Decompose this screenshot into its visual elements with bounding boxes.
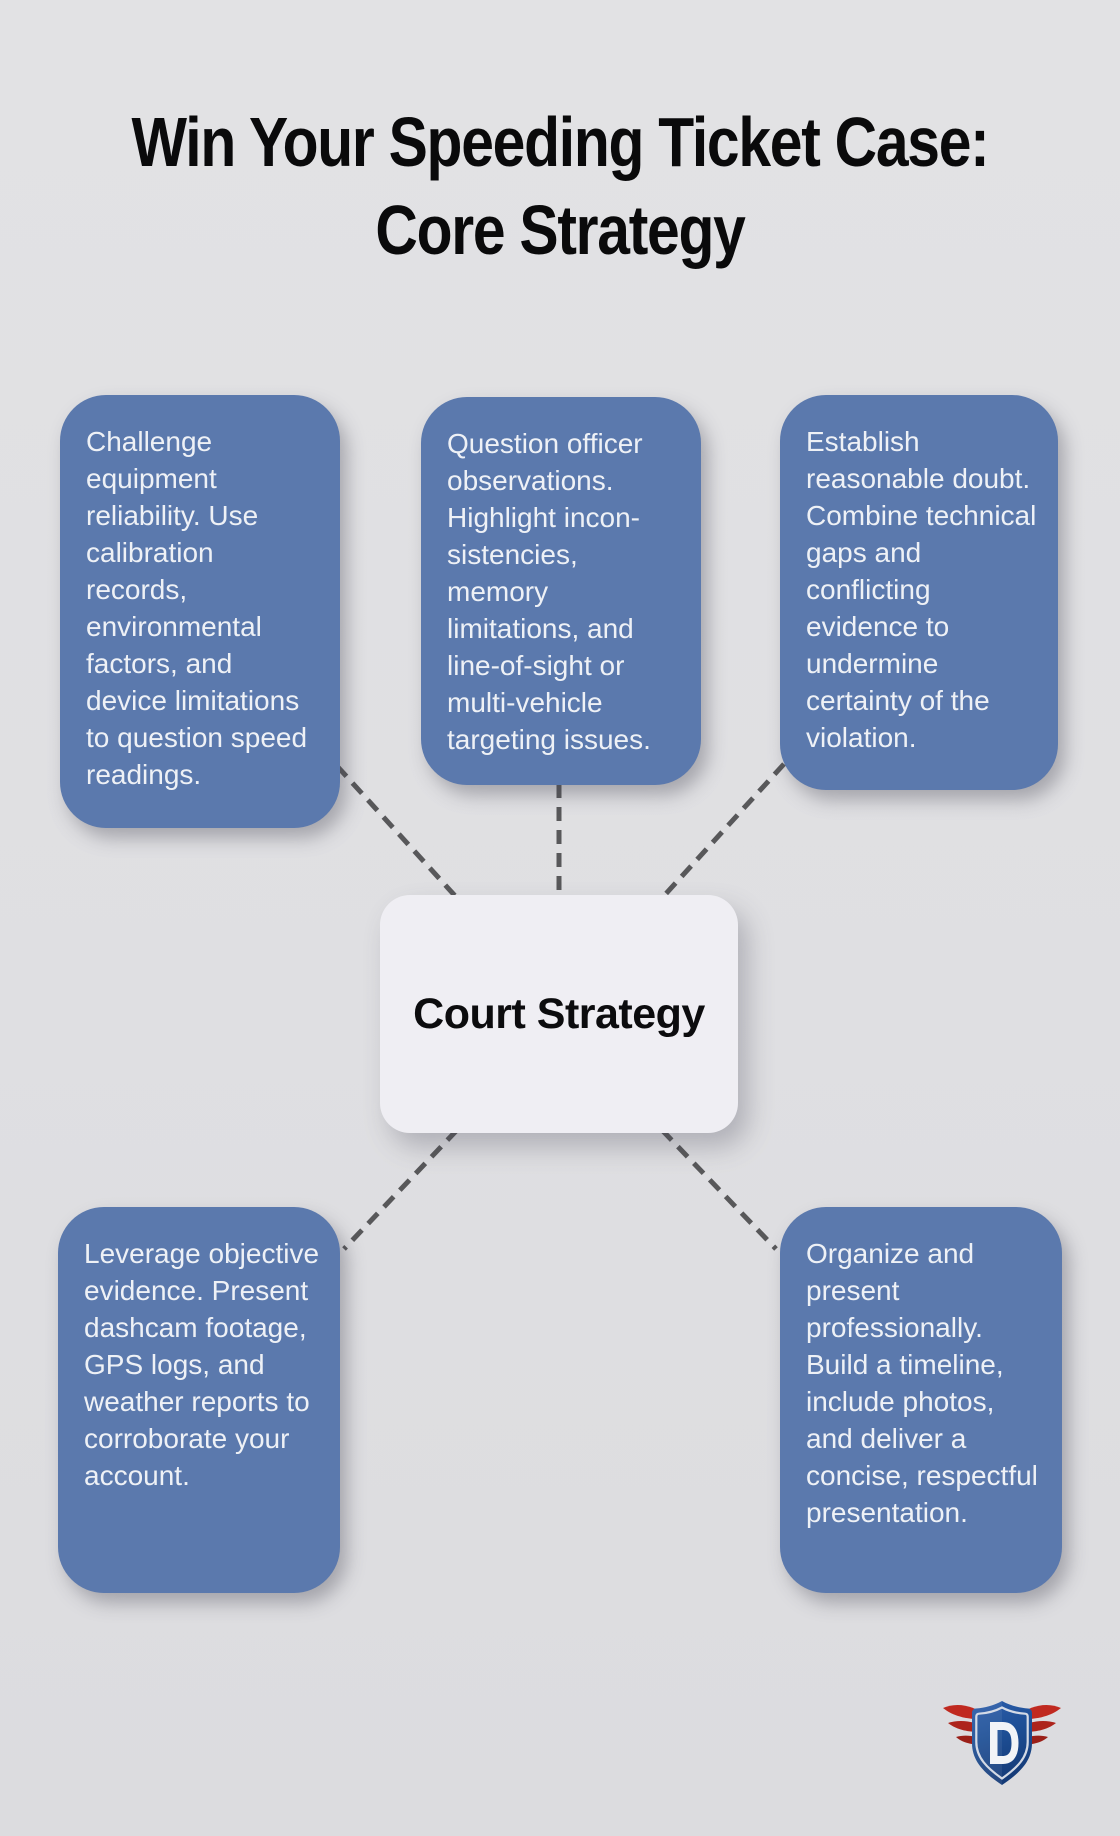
strategy-node-text: Challenge equipment reliability. Use cal…: [86, 426, 308, 790]
connector-bottom-right: [660, 1128, 778, 1251]
strategy-node-bottom-right: Organize and present professionally. Bui…: [780, 1207, 1062, 1593]
strategy-node-top-right: Establish reasonable doubt. Combine tech…: [780, 395, 1058, 790]
brand-logo: [943, 1701, 1061, 1785]
connector-bottom-left: [342, 1128, 459, 1251]
strategy-node-bottom-left: Leverage objective evidence. Present das…: [58, 1207, 340, 1593]
page-title-line1: Win Your Speeding Ticket Case:: [131, 103, 990, 181]
logo-letter-d: [990, 1722, 1019, 1764]
strategy-node-top-left: Challenge equipment reliability. Use cal…: [60, 395, 340, 828]
strategy-node-text: Question officer observations. Highlight…: [447, 428, 651, 755]
center-node: Court Strategy: [380, 895, 738, 1133]
center-node-label: Court Strategy: [413, 989, 705, 1038]
strategy-node-text: Leverage objective evidence. Present das…: [84, 1238, 320, 1491]
connector-top-right: [660, 762, 786, 900]
page-title-line2: Core Strategy: [375, 191, 745, 269]
logo-shield-icon: [972, 1701, 1032, 1785]
page-title: Win Your Speeding Ticket Case: Core Stra…: [90, 98, 1031, 274]
connector-top-left: [335, 764, 459, 900]
strategy-node-text: Organize and present professionally. Bui…: [806, 1238, 1038, 1528]
strategy-node-top-center: Question officer observations. Highlight…: [421, 397, 701, 785]
strategy-node-text: Establish reasonable doubt. Combine tech…: [806, 426, 1037, 753]
